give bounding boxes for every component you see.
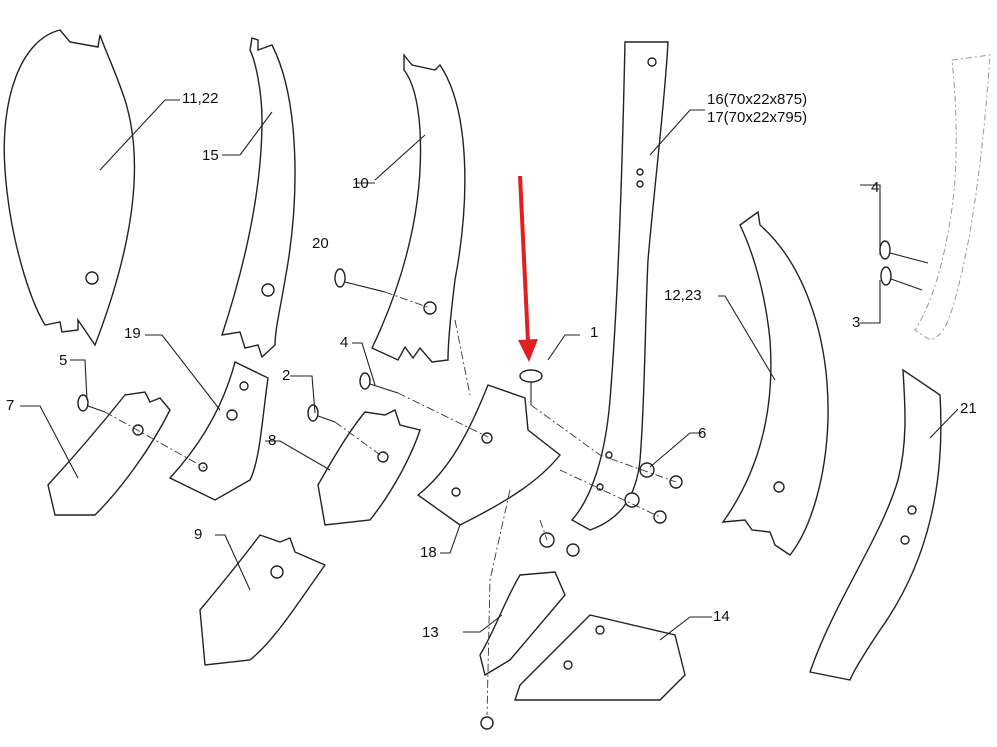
label-1: 1 xyxy=(590,324,599,341)
label-11-22: 11,22 xyxy=(182,90,219,107)
part-14-plate xyxy=(514,614,686,701)
label-12-23: 12,23 xyxy=(664,287,702,304)
part-12-23-wing xyxy=(721,210,829,556)
part-9-point xyxy=(199,534,327,666)
label-8: 8 xyxy=(268,432,277,449)
label-16: 16(70x22x875) xyxy=(707,91,808,108)
label-2: 2 xyxy=(282,367,291,384)
leader-lines xyxy=(20,99,959,641)
label-7: 7 xyxy=(6,397,15,414)
label-14: 14 xyxy=(713,608,730,625)
part-21-shin xyxy=(809,368,942,681)
label-15: 15 xyxy=(202,147,219,164)
ghost-leg xyxy=(914,54,991,341)
label-4-right: 4 xyxy=(871,179,880,196)
part-10-shin xyxy=(371,53,466,363)
label-20: 20 xyxy=(312,235,329,252)
label-10: 10 xyxy=(352,175,369,192)
part-16-17-leg xyxy=(570,41,669,531)
label-4-mid: 4 xyxy=(340,334,349,351)
part-11-22-moldboard xyxy=(3,29,136,347)
label-6: 6 xyxy=(698,425,707,442)
label-18: 18 xyxy=(420,544,437,561)
label-17: 17(70x22x795) xyxy=(707,109,808,126)
label-19: 19 xyxy=(124,325,141,342)
part-7-point xyxy=(47,391,171,516)
label-13: 13 xyxy=(422,624,439,641)
part-19 xyxy=(168,360,269,501)
label-9: 9 xyxy=(194,526,203,543)
part-13 xyxy=(479,571,566,677)
highlight-arrow xyxy=(518,175,538,362)
part-8-point xyxy=(317,409,421,526)
label-3: 3 xyxy=(852,314,861,331)
label-5: 5 xyxy=(59,352,68,369)
part-18-bracket xyxy=(416,384,561,526)
part-15-shin xyxy=(220,37,296,359)
label-21: 21 xyxy=(960,400,977,417)
